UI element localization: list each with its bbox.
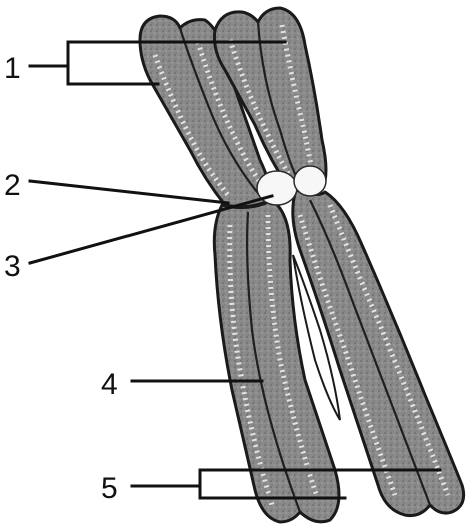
label-1: 1 bbox=[4, 52, 21, 85]
leader-2 bbox=[28, 179, 230, 205]
label-2-group: 2 bbox=[4, 169, 230, 205]
lower-right-seam bbox=[309, 199, 432, 506]
label-2: 2 bbox=[4, 169, 21, 202]
leader-5 bbox=[130, 468, 442, 500]
lower-left-chromatid bbox=[212, 198, 341, 524]
chromosome bbox=[138, 6, 466, 524]
label-4-group: 4 bbox=[101, 368, 264, 401]
centromere-right bbox=[293, 165, 327, 197]
upper-left-chromatid bbox=[138, 14, 272, 209]
label-1-group: 1 bbox=[4, 40, 287, 86]
upper-right-seam bbox=[256, 21, 301, 186]
label-3-group: 3 bbox=[4, 194, 274, 283]
label-4: 4 bbox=[101, 368, 118, 401]
upper-left-seam bbox=[178, 27, 263, 199]
lower-right-chromatid bbox=[291, 188, 466, 517]
label-3: 3 bbox=[4, 250, 21, 283]
chromatid-gap bbox=[292, 254, 341, 421]
lower-left-seam bbox=[246, 211, 302, 513]
leader-1 bbox=[28, 40, 287, 86]
leader-3 bbox=[28, 194, 274, 265]
label-5-group: 5 bbox=[101, 468, 442, 505]
label-5: 5 bbox=[101, 472, 118, 505]
